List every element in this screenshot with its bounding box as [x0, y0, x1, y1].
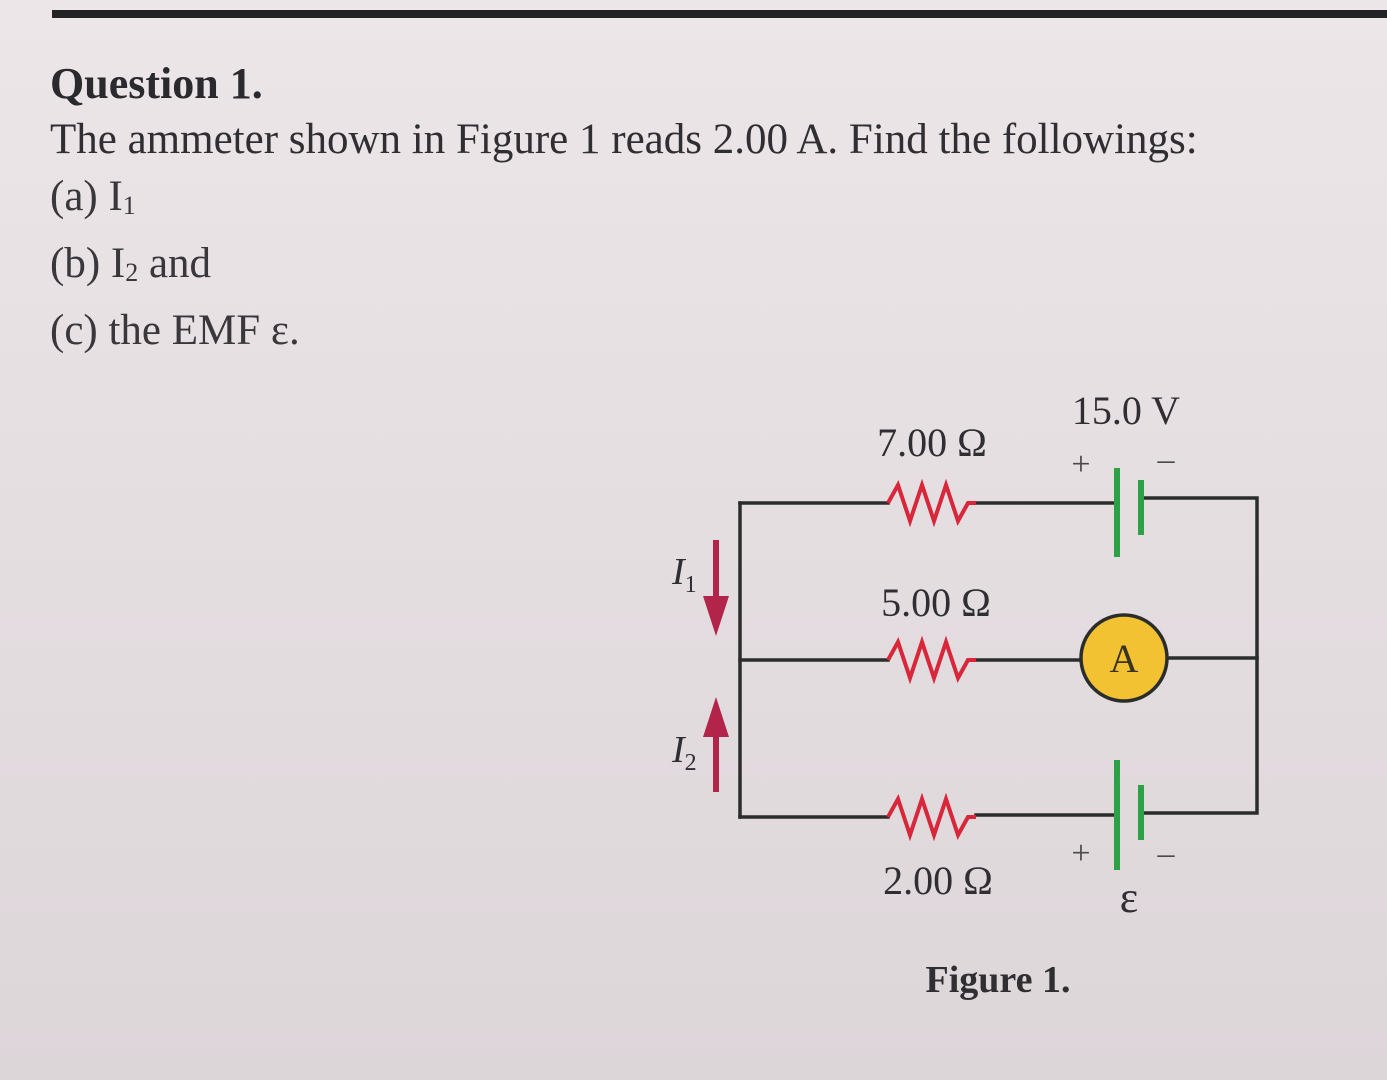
resistor-top: [886, 478, 976, 528]
figure-caption: Figure 1.: [926, 959, 1071, 1001]
battery-top-voltage-label: 15.0 V: [1072, 388, 1180, 433]
circuit-wires: [738, 496, 1259, 819]
emf-symbol-label: ε: [1120, 873, 1138, 922]
current-arrow-2-head: [703, 697, 729, 737]
current-arrow-2: [703, 697, 729, 792]
resistor-top-label: 7.00 Ω: [877, 420, 987, 465]
battery-bottom: [1114, 760, 1144, 870]
top-rule: [52, 10, 1387, 18]
question-prompt: The ammeter shown in Figure 1 reads 2.00…: [50, 116, 1198, 163]
resistor-middle-label: 5.00 Ω: [881, 580, 991, 625]
part-c-prefix: (c) the EMF ε.: [50, 307, 300, 354]
current-2-letter: I: [671, 729, 687, 771]
part-b: (b) I2 and: [50, 235, 1370, 302]
battery-bottom-plus-label: +: [1071, 835, 1090, 872]
part-a: (a) I1: [50, 168, 1370, 235]
battery-top: [1114, 468, 1144, 557]
battery-bottom-minus-label: –: [1157, 835, 1176, 872]
question-block: Question 1. The ammeter shown in Figure …: [50, 56, 1370, 369]
resistors: [886, 478, 976, 842]
current-1-subscript: 1: [685, 572, 697, 598]
current-2-subscript: 2: [685, 750, 697, 776]
resistor-bottom: [886, 792, 976, 842]
part-b-suffix: and: [138, 240, 212, 287]
battery-top-minus-label: –: [1157, 441, 1176, 478]
part-b-subscript: 2: [125, 258, 139, 287]
part-a-prefix: (a) I: [50, 173, 123, 220]
current-1-label: I1: [671, 551, 697, 598]
current-arrow-1: [703, 540, 729, 636]
current-arrow-1-head: [703, 596, 729, 636]
ammeter-circle: [1079, 613, 1169, 703]
ammeter-label: A: [1110, 636, 1139, 681]
battery-top-plus-label: +: [1071, 446, 1090, 483]
current-1-letter: I: [671, 551, 687, 593]
question-title: Question 1.: [50, 59, 263, 108]
part-c: (c) the EMF ε.: [50, 302, 1370, 369]
wire-top-right: [1143, 496, 1259, 815]
resistor-bottom-label: 2.00 Ω: [883, 858, 993, 903]
part-a-subscript: 1: [122, 191, 136, 220]
current-2-label: I2: [671, 729, 697, 776]
part-b-prefix: (b) I: [50, 240, 126, 287]
resistor-middle: [886, 635, 976, 685]
